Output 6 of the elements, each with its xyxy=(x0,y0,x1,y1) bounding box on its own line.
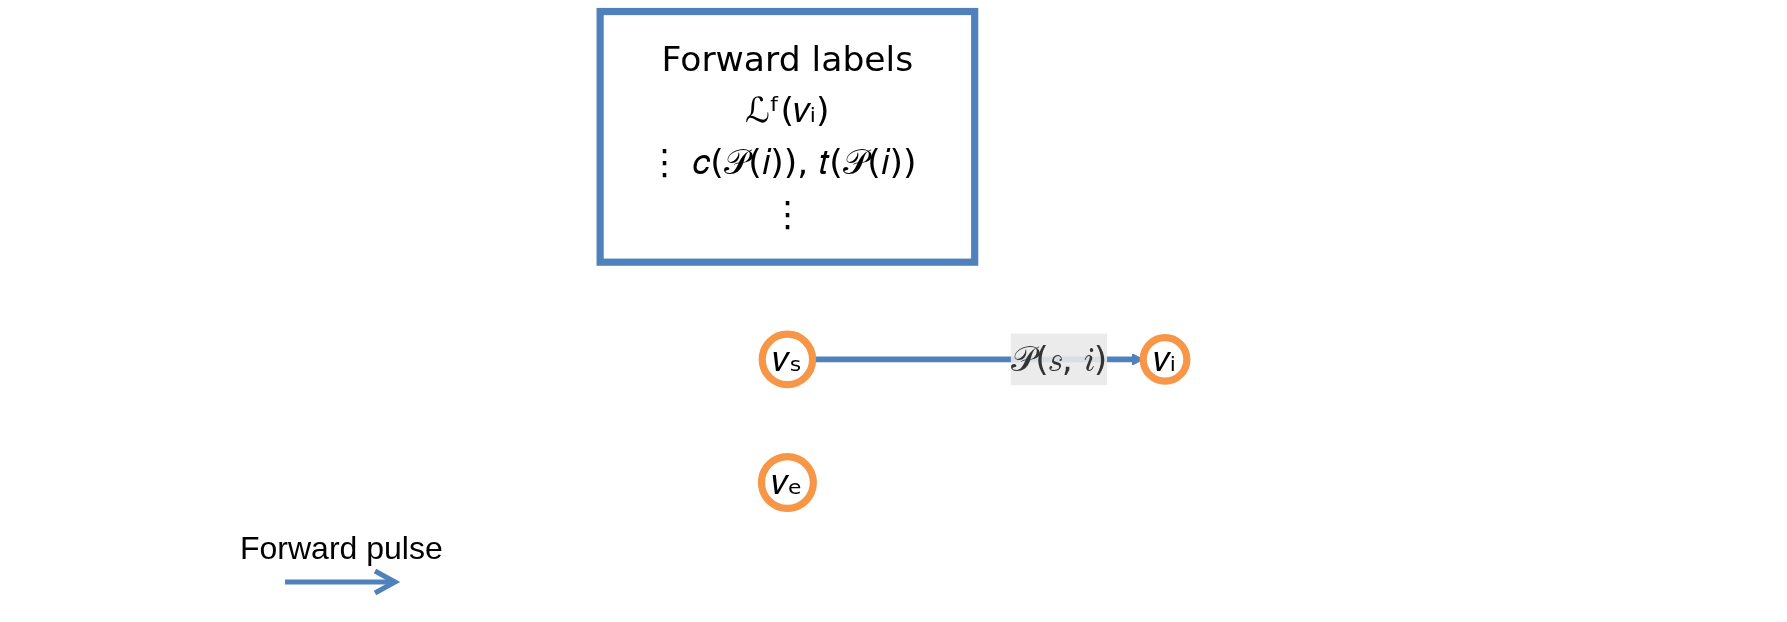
node-circle: 𝑣ᵢ xyxy=(1139,333,1191,385)
node-box: Forward labels ℒᶠ(𝑣ᵢ) ⋮ 𝑐(𝒫(𝑖)), 𝑡(𝒫(𝑖)) ⋮ xyxy=(596,7,979,266)
node-circle: 𝑣ₛ xyxy=(758,330,817,389)
node-circle: 𝑣ₑ xyxy=(757,453,817,513)
caption-text: Forward pulse xyxy=(240,530,443,567)
edge-label: 𝒫(𝑠, 𝑖) xyxy=(1010,339,1108,380)
